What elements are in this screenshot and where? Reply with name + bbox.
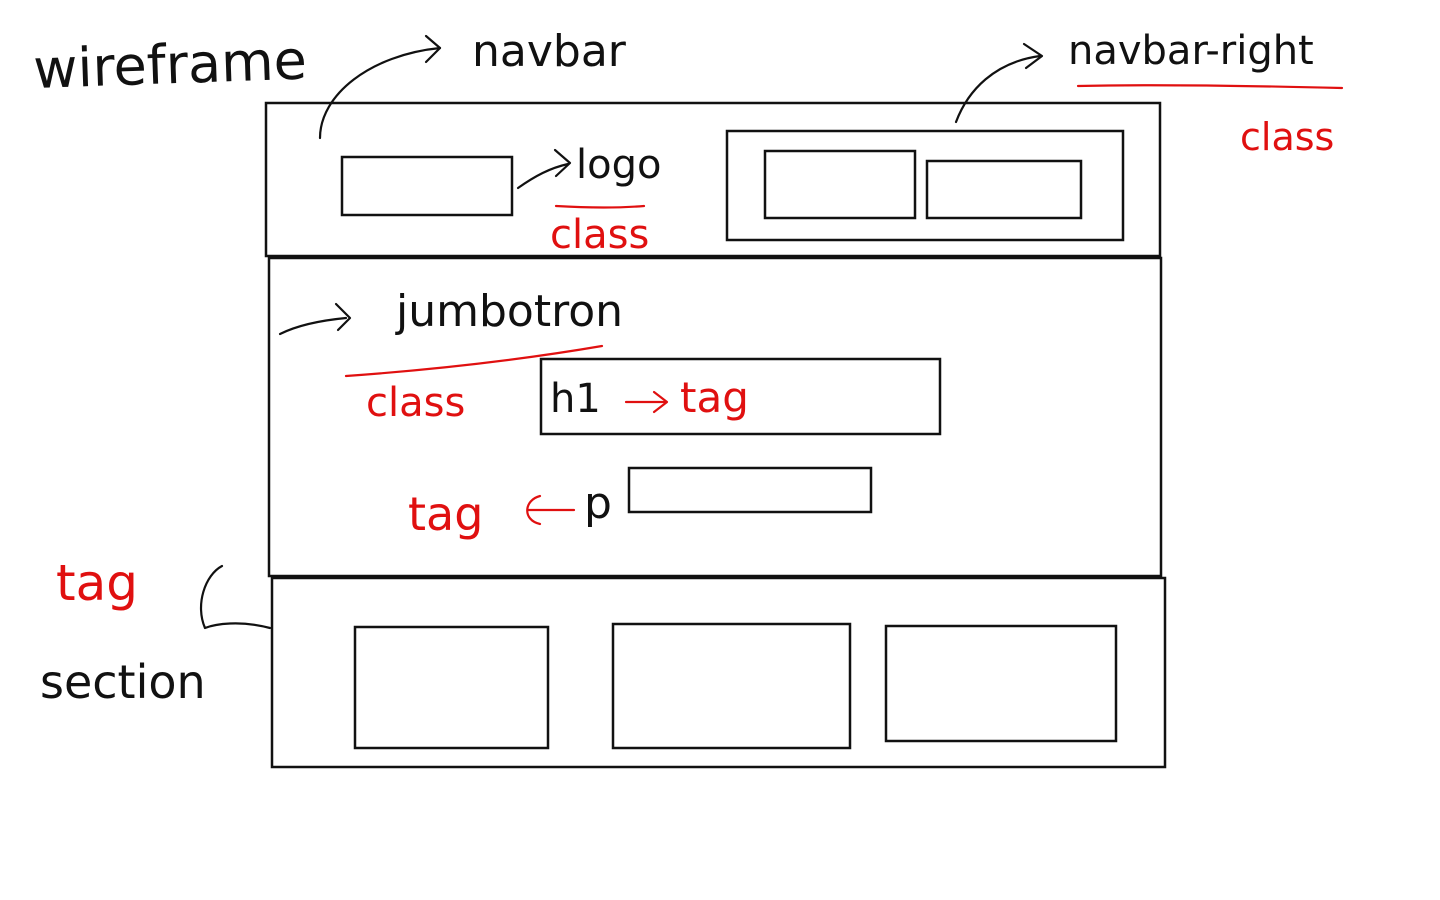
logo-box xyxy=(340,155,514,217)
navbar-right-underline xyxy=(1076,84,1344,90)
h1-arrow-head xyxy=(652,390,669,414)
p-kind: tag xyxy=(408,487,483,541)
section-connector xyxy=(200,564,272,630)
section-box xyxy=(270,576,1167,769)
navbar-right-kind: class xyxy=(1240,115,1334,159)
h1-kind: tag xyxy=(680,373,749,422)
jumbotron-underline xyxy=(344,344,604,378)
section-card-1 xyxy=(353,625,550,750)
h1-box xyxy=(539,357,942,436)
navbar-label: navbar xyxy=(472,26,627,77)
logo-arrow-head xyxy=(553,148,572,178)
section-label: section xyxy=(40,655,206,709)
p-arrow xyxy=(526,494,576,526)
navbar-arrow xyxy=(318,46,442,140)
logo-kind: class xyxy=(550,212,649,258)
navbar-right-item-1 xyxy=(763,149,917,220)
p-box xyxy=(627,466,873,514)
jumbotron-arrow-head xyxy=(334,302,352,332)
h1-label: h1 xyxy=(550,376,601,422)
logo-arrow xyxy=(516,162,570,190)
section-card-3 xyxy=(884,624,1118,743)
section-kind: tag xyxy=(56,554,138,612)
navbar-right-box xyxy=(725,129,1125,242)
section-card-2 xyxy=(611,622,852,750)
jumbotron-kind: class xyxy=(366,380,465,426)
navbar-right-arrow xyxy=(954,54,1042,124)
p-label: p xyxy=(584,478,612,529)
wireframe-title: wireframe xyxy=(32,28,308,101)
jumbotron-box xyxy=(267,256,1163,578)
jumbotron-label: jumbotron xyxy=(395,286,623,337)
navbar-right-label: navbar-right xyxy=(1068,28,1314,74)
navbar-box xyxy=(264,101,1162,258)
navbar-right-arrow-head xyxy=(1022,42,1044,70)
jumbotron-arrow xyxy=(278,316,348,336)
navbar-arrow-head xyxy=(424,34,442,64)
logo-underline xyxy=(554,204,646,209)
logo-label: logo xyxy=(576,142,661,188)
navbar-right-item-2 xyxy=(925,159,1083,220)
